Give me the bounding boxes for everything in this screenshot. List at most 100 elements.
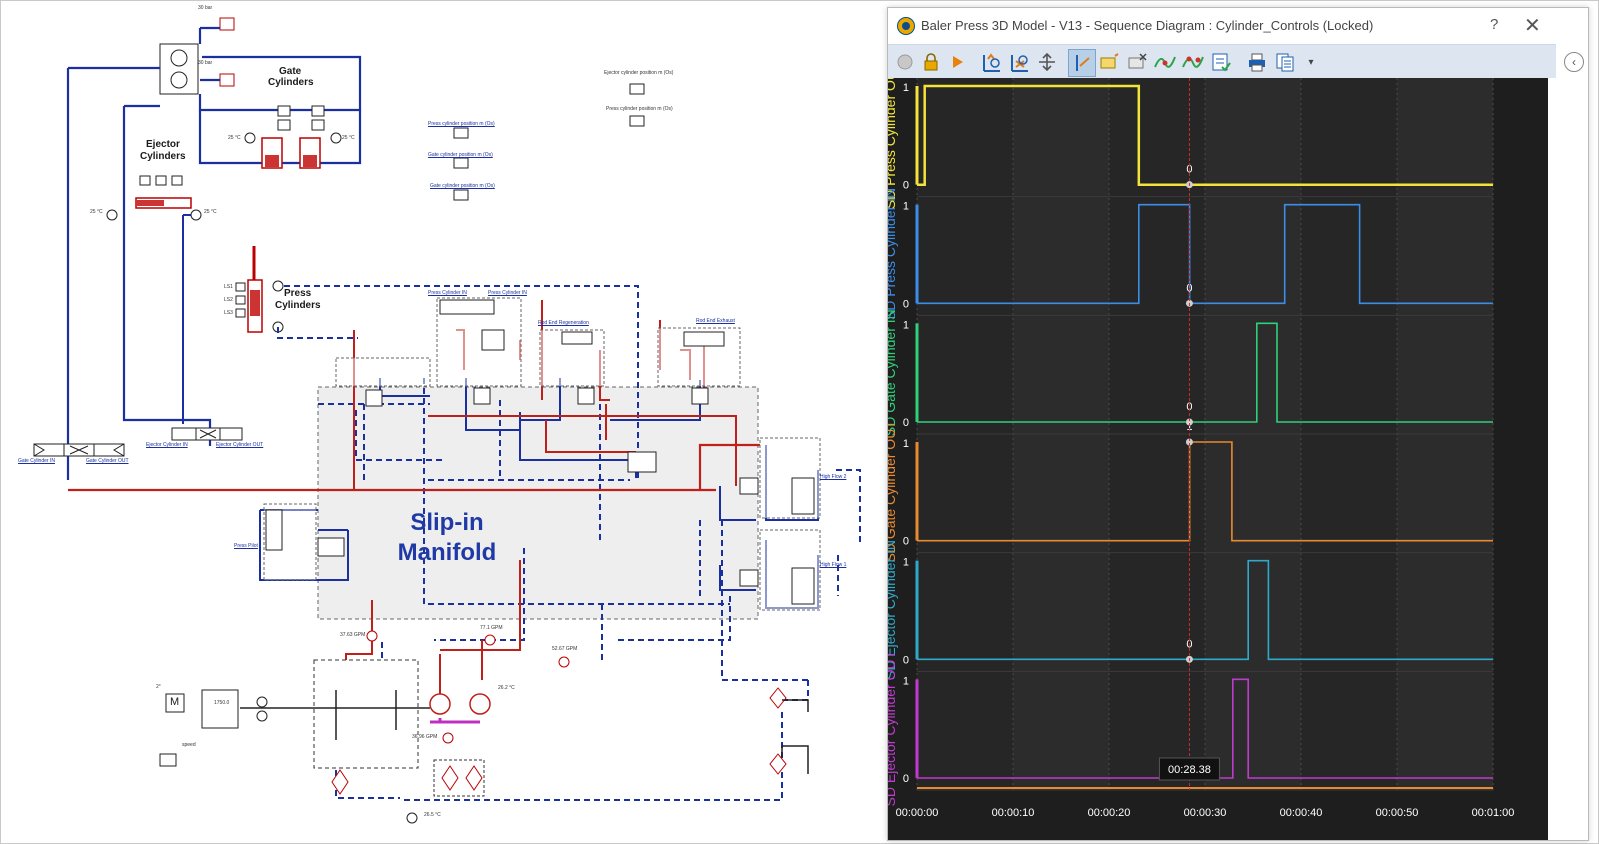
press-cylinders-label-1: Press	[284, 288, 312, 299]
temp-label-a: 25 °C	[228, 135, 241, 141]
series-line	[917, 441, 1493, 542]
series-name-label: SD Press Cylinder IN	[888, 188, 898, 320]
flow-label-3: 52.67 GPM	[552, 646, 578, 652]
gate-cylinder-position-link-2[interactable]: Gate cylinder position m (Os)	[430, 183, 495, 189]
cursor-tool-icon[interactable]	[1068, 49, 1096, 77]
x-tick-label: 00:00:10	[992, 807, 1035, 819]
series-line	[917, 559, 1493, 661]
y-tick-label: 0	[903, 180, 909, 192]
motor-m-label: M	[170, 696, 180, 708]
series-name-label: SD Ejector Cylinder IN	[888, 540, 898, 680]
help-button[interactable]: ?	[1490, 16, 1499, 33]
manifold-body	[317, 386, 759, 620]
temp-label-f: 26.2 °C	[498, 685, 515, 691]
temp-label-d: 25 °C	[204, 209, 217, 215]
y-tick-label: 1	[903, 675, 909, 687]
zoom-icon[interactable]	[1034, 49, 1060, 75]
copy-icon[interactable]	[1272, 49, 1298, 75]
ejector-cylinder-in-link[interactable]: Ejector Cylinder IN	[146, 442, 188, 448]
curve-b-icon[interactable]	[1180, 49, 1206, 75]
gate-cylinder-position-link-1[interactable]: Gate cylinder position m (Os)	[428, 152, 493, 158]
checklist-icon[interactable]	[1208, 49, 1234, 75]
schematic-drawing	[33, 17, 861, 824]
series-name-label: SD Press Cylinder OUT	[888, 78, 898, 209]
series-name-label: SD Ejector Cylinder OUT	[888, 650, 898, 806]
curve-a-icon[interactable]	[1152, 49, 1178, 75]
y-tick-label: 1	[903, 201, 909, 213]
rod-end-regen-link[interactable]: Rod End Regeneration	[538, 320, 589, 326]
flow-label-1: 37.63 GPM	[340, 632, 366, 638]
lock-icon[interactable]	[918, 49, 944, 75]
motor-angle-label: 2°	[156, 684, 161, 690]
gate-cylinder-out-link[interactable]: Gate Cylinder OUT	[86, 458, 129, 464]
y-tick-label: 1	[903, 557, 909, 569]
fit-x-icon[interactable]	[1006, 49, 1032, 75]
cursor-time-box	[1158, 757, 1220, 781]
high-flow-2-link[interactable]: High Flow 2	[820, 474, 847, 480]
x-tick-label: 00:01:00	[1472, 807, 1515, 819]
series-name-label: SD Gate Cylinder IN	[888, 309, 898, 436]
press-pilot-link[interactable]: Press Pilot	[234, 543, 258, 549]
toolbar: ▾	[888, 44, 1556, 79]
temp-label-e: 26.5 °C	[424, 812, 441, 818]
y-tick-label: 0	[903, 298, 909, 310]
close-button[interactable]: ✕	[1524, 15, 1541, 37]
ejector-cylinders-label-1: Ejector	[146, 139, 180, 150]
print-icon[interactable]	[1244, 49, 1270, 75]
ls2-label: LS2	[224, 297, 233, 303]
y-tick-label: 1	[903, 319, 909, 331]
series-line	[917, 203, 1493, 305]
cursor-time-label: 00:28.38	[1168, 764, 1211, 776]
y-tick-label: 0	[903, 417, 909, 429]
x-tick-label: 00:00:30	[1184, 807, 1227, 819]
series-name-label: SD Gate Cylinder OUT	[888, 420, 898, 563]
x-tick-label: 00:00:40	[1280, 807, 1323, 819]
gate-cylinder-in-link[interactable]: Gate Cylinder IN	[18, 458, 55, 464]
ejector-cylinder-position-label: Ejector cylinder position m (Os)	[604, 70, 674, 76]
delete-annotation-icon[interactable]	[1124, 49, 1150, 75]
more-options-icon[interactable]: ▾	[1308, 56, 1314, 68]
chevron-left-icon[interactable]: ‹	[1564, 52, 1584, 72]
series-line	[917, 322, 1493, 423]
manifold-title-line1: Slip-in	[410, 509, 484, 536]
rpm-label: 1750.0	[214, 700, 230, 706]
series-line	[917, 84, 1493, 186]
cursor-marker	[1185, 418, 1193, 426]
y-tick-label: 0	[903, 654, 909, 666]
temp-label-c: 25 °C	[90, 209, 103, 215]
record-icon[interactable]	[892, 49, 918, 75]
y-tick-label: 0	[903, 773, 909, 785]
cursor-value-label: 1	[1186, 421, 1192, 433]
sequence-plot-area[interactable]: 1 0 SD Press Cylinder OUT 0 1 0 SD Press Cylin…	[888, 78, 1548, 840]
speed-label: speed	[182, 742, 196, 748]
plot-right-gutter	[1548, 78, 1588, 840]
ls3-label: LS3	[224, 310, 233, 316]
sequence-diagram-window[interactable]: Baler Press 3D Model - V13 - Sequence Di…	[887, 7, 1589, 841]
play-icon[interactable]	[944, 49, 970, 75]
app-logo-icon	[897, 17, 915, 35]
y-tick-label: 1	[903, 438, 909, 450]
cursor-marker	[1185, 438, 1193, 446]
ejector-cylinder-out-link[interactable]: Ejector Cylinder OUT	[216, 442, 264, 448]
manifold-title-line2: Manifold	[397, 539, 497, 566]
press-cylinder-in-link[interactable]: Press Cylinder IN	[428, 290, 467, 296]
sequence-chart-svg[interactable]: 1 0 SD Press Cylinder OUT 0 1 0 SD Press Cylin…	[888, 78, 1548, 840]
fit-y-icon[interactable]	[978, 49, 1004, 75]
hydraulic-schematic[interactable]: Slip-in Manifold Gate Cylinders Ejector …	[0, 0, 890, 844]
flow-label-2: 77.1 GPM	[480, 625, 503, 631]
cursor-value-label: 0	[1186, 401, 1192, 413]
flow-label-4: 36.96 GPM	[412, 734, 438, 740]
press-cylinder-position-link-1[interactable]: Press cylinder position m (Os)	[428, 121, 495, 127]
gate-cylinders-label-1: Gate	[279, 66, 302, 77]
press-cylinder-out-link[interactable]: Press Cylinder IN	[488, 290, 527, 296]
y-tick-label: 0	[903, 536, 909, 548]
annotate-icon[interactable]	[1096, 49, 1122, 75]
x-tick-label: 00:00:00	[896, 807, 939, 819]
window-title-bar[interactable]: Baler Press 3D Model - V13 - Sequence Di…	[888, 8, 1588, 44]
press-cylinder-position-label-2: Press cylinder position m (Os)	[606, 106, 673, 112]
collapse-panel-button[interactable]: ‹	[1556, 44, 1588, 78]
rod-end-exhaust-link[interactable]: Rod End Exhaust	[696, 318, 735, 324]
pressure-30bar-label-2: 30 bar	[198, 60, 213, 66]
high-flow-1-link[interactable]: High Flow 1	[820, 562, 847, 568]
y-tick-label: 1	[903, 82, 909, 94]
